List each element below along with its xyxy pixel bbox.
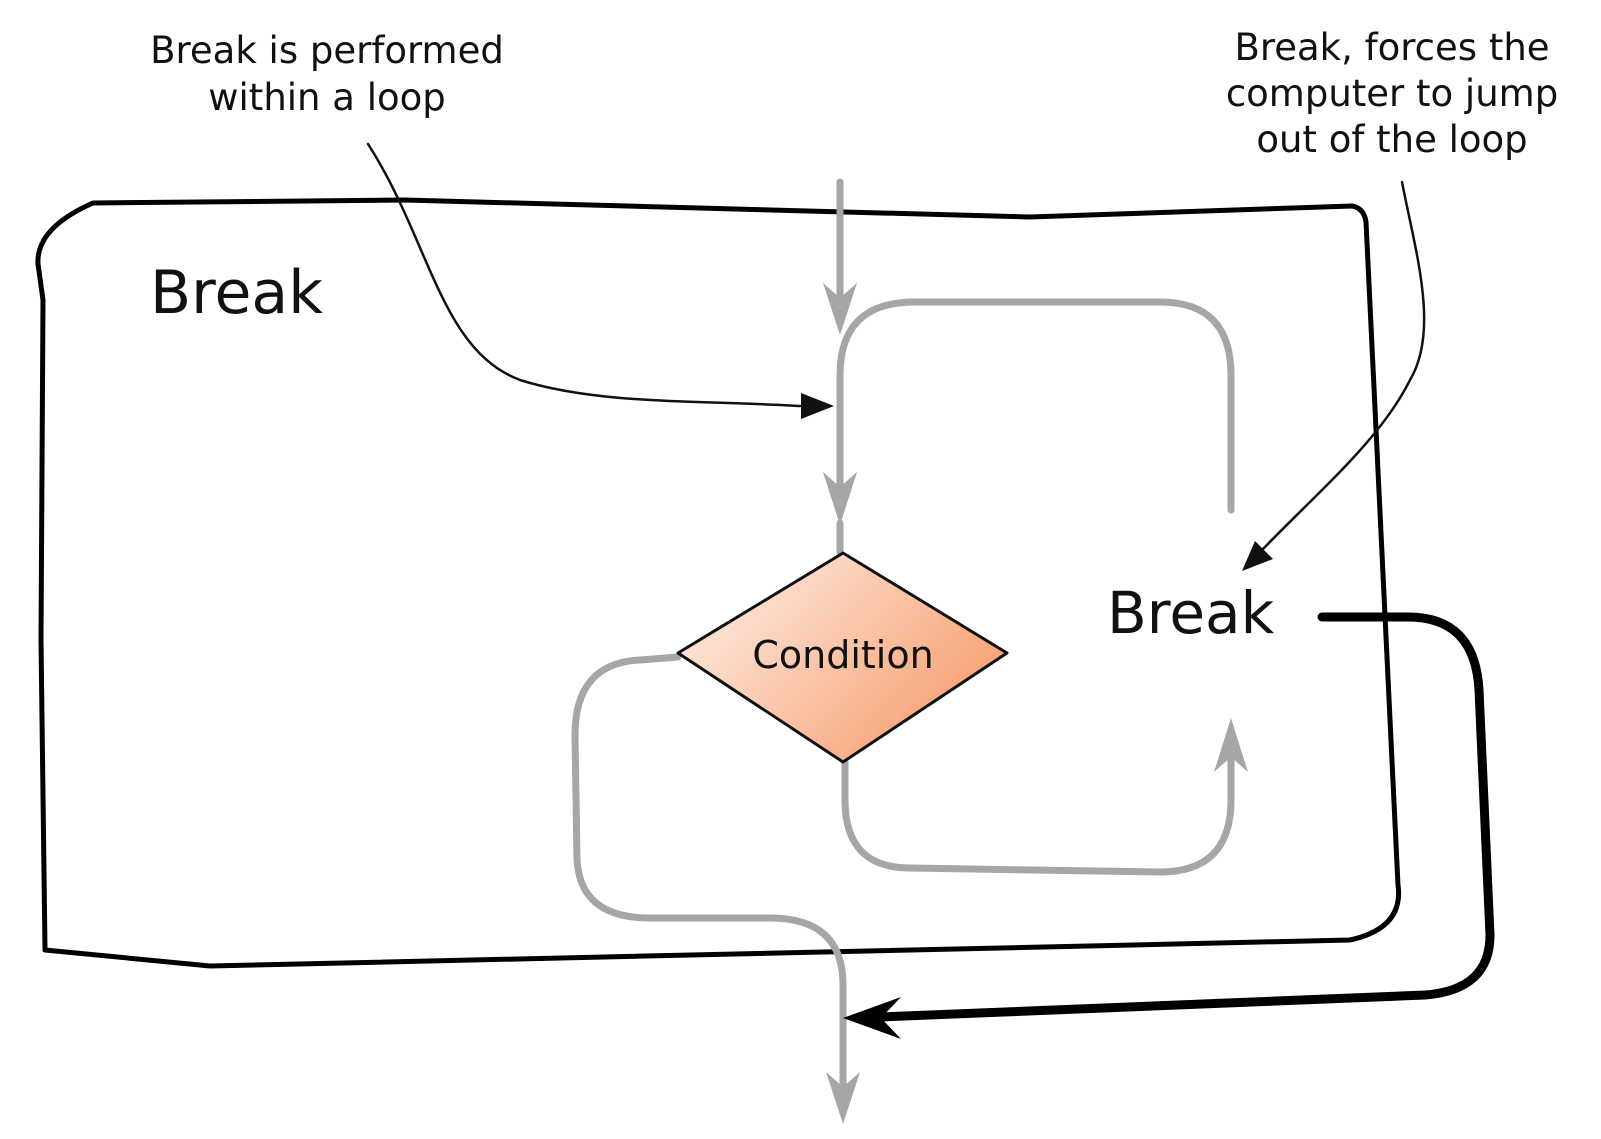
annotation-left-line-1: Break is performed — [150, 29, 504, 72]
break-statement-label: Break — [1107, 579, 1275, 647]
condition-label: Condition — [752, 633, 933, 677]
annotation-right-pointer — [1260, 180, 1426, 552]
loop-exit-arrowhead — [826, 1072, 860, 1124]
loop-entry-arrowhead — [823, 283, 857, 335]
loop-back-line — [836, 298, 1235, 514]
condition-false-branch — [571, 653, 847, 1089]
break-jump-arrowhead — [843, 997, 901, 1039]
condition-decision-diamond — [676, 551, 1009, 764]
loop-down-arrowhead — [823, 472, 857, 525]
container-title: Break — [150, 258, 323, 328]
annotation-right-line-3: out of the loop — [1256, 118, 1527, 161]
true-branch-arrowhead — [1214, 718, 1248, 772]
annotation-right-line-1: Break, forces the — [1234, 26, 1549, 69]
annotation-left-pointer — [366, 142, 802, 408]
condition-true-branch — [841, 751, 1235, 876]
annotation-left-arrowhead — [801, 393, 834, 419]
annotation-left-line-2: within a loop — [208, 76, 445, 119]
break-jump-path — [875, 612, 1495, 1022]
annotation-right-arrowhead — [1242, 541, 1273, 571]
loop-container-frame — [35, 197, 1402, 969]
annotation-right-line-2: computer to jump — [1226, 72, 1558, 115]
